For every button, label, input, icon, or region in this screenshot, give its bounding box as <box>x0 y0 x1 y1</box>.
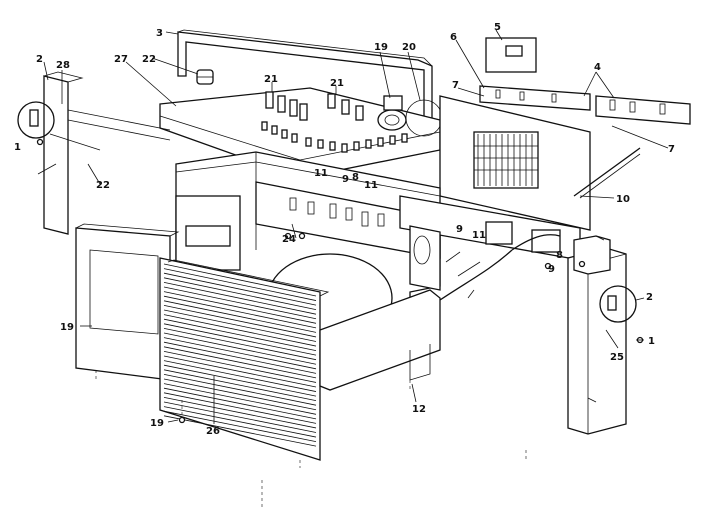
grille-line <box>163 277 317 311</box>
bottom-base <box>319 289 441 391</box>
grille-line <box>163 387 317 420</box>
grille-line <box>163 263 317 297</box>
callout-9-b: 9 <box>456 224 463 235</box>
callout-1-right: 1 <box>648 336 655 347</box>
leader-lines <box>37 29 669 424</box>
grille-line <box>163 346 317 379</box>
knobs-16 <box>327 93 364 121</box>
callout-11-a: 11 <box>314 168 328 179</box>
grille-line <box>163 305 317 338</box>
callout-19-mid: 24 <box>282 234 296 245</box>
boards-4-6 <box>479 85 691 125</box>
grille-line <box>163 364 317 397</box>
grille-line <box>163 337 317 370</box>
callout-labels: 3 22 27 21 21 19 20 5 6 7 4 7 10 2 28 1 … <box>14 22 675 437</box>
callout-14: 19 <box>374 42 388 53</box>
grille-line <box>163 355 317 388</box>
callout-3: 3 <box>156 28 163 39</box>
callout-9-a: 9 <box>342 174 349 185</box>
grille-line <box>163 272 317 306</box>
callout-9-c: 9 <box>548 264 555 275</box>
callout-4: 4 <box>594 62 601 73</box>
callout-21-left: 26 <box>206 426 220 437</box>
grille-line <box>163 328 317 361</box>
grille-line <box>163 286 317 320</box>
rear-panel <box>439 95 591 231</box>
grille-line <box>163 351 317 383</box>
grille-line <box>163 401 317 433</box>
wires-25 <box>439 234 561 301</box>
callout-8-a: 8 <box>352 172 359 183</box>
grille-line <box>163 295 317 329</box>
carry-handle <box>177 29 433 141</box>
grille-line <box>163 369 317 402</box>
callout-6: 6 <box>450 32 457 43</box>
callout-10: 10 <box>616 194 630 205</box>
grille-line <box>163 410 317 442</box>
callout-11-b: 11 <box>364 180 378 191</box>
callout-2-left: 2 <box>36 54 43 65</box>
callout-19-left: 22 <box>96 180 110 191</box>
callout-11-c: 11 <box>472 230 486 241</box>
speaker-14-15 <box>377 95 443 137</box>
antenna <box>573 147 641 199</box>
callout-1-left: 1 <box>14 142 21 153</box>
grille-line <box>163 374 317 406</box>
callout-17: 21 <box>264 74 278 85</box>
grille-line <box>163 268 317 301</box>
callout-13: 19 <box>60 322 74 333</box>
grille-line <box>163 341 317 374</box>
callout-22-left: 28 <box>56 60 70 71</box>
callout-16: 21 <box>330 78 344 89</box>
grille-line <box>163 383 317 415</box>
grille-line <box>163 406 317 438</box>
panel-buttons <box>261 121 408 153</box>
grille-line <box>163 282 317 315</box>
callout-19-right: 25 <box>610 352 624 363</box>
front-bezel <box>75 223 180 381</box>
callout-21-right: 12 <box>412 404 426 415</box>
knobs-17 <box>265 91 308 121</box>
callout-12: 19 <box>150 418 164 429</box>
callout-15: 20 <box>402 42 416 53</box>
guide-lines <box>95 370 527 510</box>
grille-line <box>163 318 317 351</box>
callout-7-right: 7 <box>668 144 675 155</box>
callout-20: 27 <box>114 54 128 65</box>
grille-line <box>163 360 317 392</box>
left-side-panel <box>17 71 171 235</box>
screws <box>36 138 644 424</box>
grille-line <box>163 392 317 424</box>
grille-line <box>163 397 317 429</box>
grille-line <box>163 378 317 411</box>
grille-line <box>163 332 317 365</box>
board-5 <box>485 37 537 73</box>
grille-line <box>163 415 317 447</box>
callout-8-b: 8 <box>556 250 563 261</box>
grille-line <box>163 323 317 356</box>
callout-5: 5 <box>494 22 501 33</box>
knob-18 <box>196 69 214 85</box>
callout-18: 22 <box>142 54 156 65</box>
callout-7-upper: 7 <box>452 80 459 91</box>
callout-2-right: 2 <box>646 292 653 303</box>
speaker-grille <box>159 257 330 461</box>
grille-line <box>163 291 317 324</box>
grille-line <box>163 300 317 333</box>
grille-line <box>163 309 317 342</box>
grille-line <box>163 314 317 347</box>
right-side-panel <box>567 235 637 435</box>
